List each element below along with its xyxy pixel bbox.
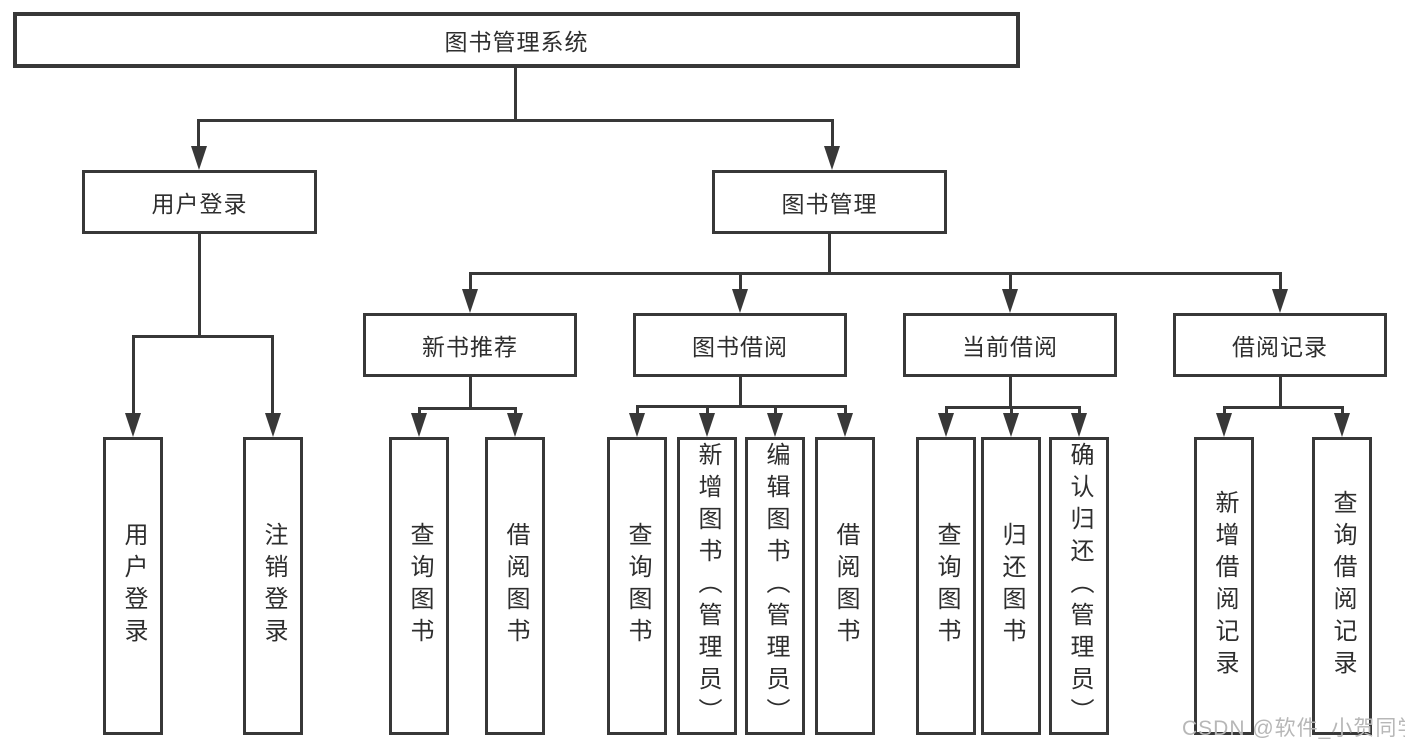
connector-book-borrow-stem [739, 377, 742, 405]
node-borrow-record-label: 借阅记录 [1232, 334, 1328, 360]
node-book-management: 图书管理 [712, 170, 947, 234]
leaf-query-book-1-label: 查询图书 [406, 522, 433, 650]
connector-current-borrow-stem [1009, 377, 1012, 406]
connector-root-stem [514, 68, 517, 119]
connector-drop [844, 405, 847, 415]
node-user-login: 用户登录 [82, 170, 317, 234]
connector-borrow-record-stem [1279, 377, 1282, 406]
arrow-down-icon [1003, 413, 1019, 437]
leaf-add-book-admin: 新增图书（管理员） [677, 437, 737, 735]
arrow-down-icon [767, 413, 783, 437]
connector-book-mgmt-stem [828, 234, 831, 272]
connector-drop [945, 406, 948, 415]
connector-borrow-record-split [1223, 406, 1344, 409]
connector-drop [1223, 406, 1226, 415]
connector-drop-borrow-record [1279, 272, 1282, 292]
connector-drop-current-borrow [1009, 272, 1012, 292]
arrow-down-icon [699, 413, 715, 437]
connector-drop-leaf-user-login [132, 335, 135, 415]
arrow-down-icon [462, 289, 478, 313]
node-root-label: 图书管理系统 [444, 29, 589, 55]
connector-book-borrow-split [636, 405, 847, 408]
leaf-logout: 注销登录 [243, 437, 303, 735]
leaf-query-book-3-label: 查询图书 [933, 522, 960, 650]
leaf-query-book-2-label: 查询图书 [624, 522, 651, 650]
connector-drop [418, 407, 421, 415]
leaf-query-borrow-record-label: 查询借阅记录 [1329, 490, 1356, 682]
arrow-down-icon [1002, 289, 1018, 313]
connector-drop-book-borrow [739, 272, 742, 292]
node-new-book-recommend: 新书推荐 [363, 313, 577, 377]
leaf-borrow-book-2-label: 借阅图书 [832, 522, 859, 650]
node-new-book-recommend-label: 新书推荐 [422, 334, 518, 360]
leaf-query-book-3: 查询图书 [916, 437, 976, 735]
leaf-user-login-label: 用户登录 [120, 522, 147, 650]
watermark-text: CSDN @软件_小贺同学 [1182, 717, 1405, 740]
leaf-user-login: 用户登录 [103, 437, 163, 735]
connector-drop [1078, 406, 1081, 415]
leaf-confirm-return-admin-label: 确认归还（管理员） [1066, 442, 1093, 730]
leaf-add-borrow-record-label: 新增借阅记录 [1211, 490, 1238, 682]
leaf-add-book-admin-label: 新增图书（管理员） [694, 442, 721, 730]
node-book-management-label: 图书管理 [781, 191, 878, 217]
leaf-borrow-book-1-label: 借阅图书 [502, 522, 529, 650]
leaf-confirm-return-admin: 确认归还（管理员） [1049, 437, 1109, 735]
arrow-down-icon [629, 413, 645, 437]
connector-drop-new-book [469, 272, 472, 292]
leaf-query-book-2: 查询图书 [607, 437, 667, 735]
leaf-query-book-1: 查询图书 [389, 437, 449, 735]
arrow-down-icon [191, 146, 207, 170]
connector-new-book-split [418, 407, 517, 410]
connector-drop [1010, 406, 1013, 415]
leaf-return-book-label: 归还图书 [998, 522, 1025, 650]
node-current-borrow: 当前借阅 [903, 313, 1117, 377]
leaf-add-borrow-record: 新增借阅记录 [1194, 437, 1254, 735]
connector-book-mgmt-split [469, 272, 1281, 275]
leaf-edit-book-admin: 编辑图书（管理员） [745, 437, 805, 735]
arrow-down-icon [1216, 413, 1232, 437]
node-book-borrow: 图书借阅 [633, 313, 847, 377]
connector-new-book-stem [469, 377, 472, 407]
arrow-down-icon [824, 146, 840, 170]
connector-drop [1341, 406, 1344, 415]
connector-drop-leaf-logout [271, 335, 274, 415]
connector-current-borrow-split [945, 406, 1081, 409]
connector-user-login-stem [198, 234, 201, 335]
leaf-borrow-book-1: 借阅图书 [485, 437, 545, 735]
node-user-login-label: 用户登录 [151, 191, 248, 217]
arrow-down-icon [837, 413, 853, 437]
arrow-down-icon [938, 413, 954, 437]
arrow-down-icon [265, 413, 281, 437]
node-borrow-record: 借阅记录 [1173, 313, 1387, 377]
arrow-down-icon [1334, 413, 1350, 437]
leaf-logout-label: 注销登录 [260, 522, 287, 650]
leaf-edit-book-admin-label: 编辑图书（管理员） [762, 442, 789, 730]
arrow-down-icon [732, 289, 748, 313]
connector-root-split [197, 119, 834, 122]
connector-user-login-split [132, 335, 274, 338]
leaf-borrow-book-2: 借阅图书 [815, 437, 875, 735]
arrow-down-icon [1071, 413, 1087, 437]
connector-drop [774, 405, 777, 415]
leaf-query-borrow-record: 查询借阅记录 [1312, 437, 1372, 735]
connector-drop-book-mgmt [831, 119, 834, 149]
connector-drop [636, 405, 639, 415]
node-current-borrow-label: 当前借阅 [962, 334, 1058, 360]
connector-drop [514, 407, 517, 415]
arrow-down-icon [1272, 289, 1288, 313]
arrow-down-icon [507, 413, 523, 437]
arrow-down-icon [411, 413, 427, 437]
connector-drop-user-login [197, 119, 200, 149]
arrow-down-icon [125, 413, 141, 437]
node-root: 图书管理系统 [13, 12, 1020, 68]
connector-drop [706, 405, 709, 415]
leaf-return-book: 归还图书 [981, 437, 1041, 735]
node-book-borrow-label: 图书借阅 [692, 334, 788, 360]
